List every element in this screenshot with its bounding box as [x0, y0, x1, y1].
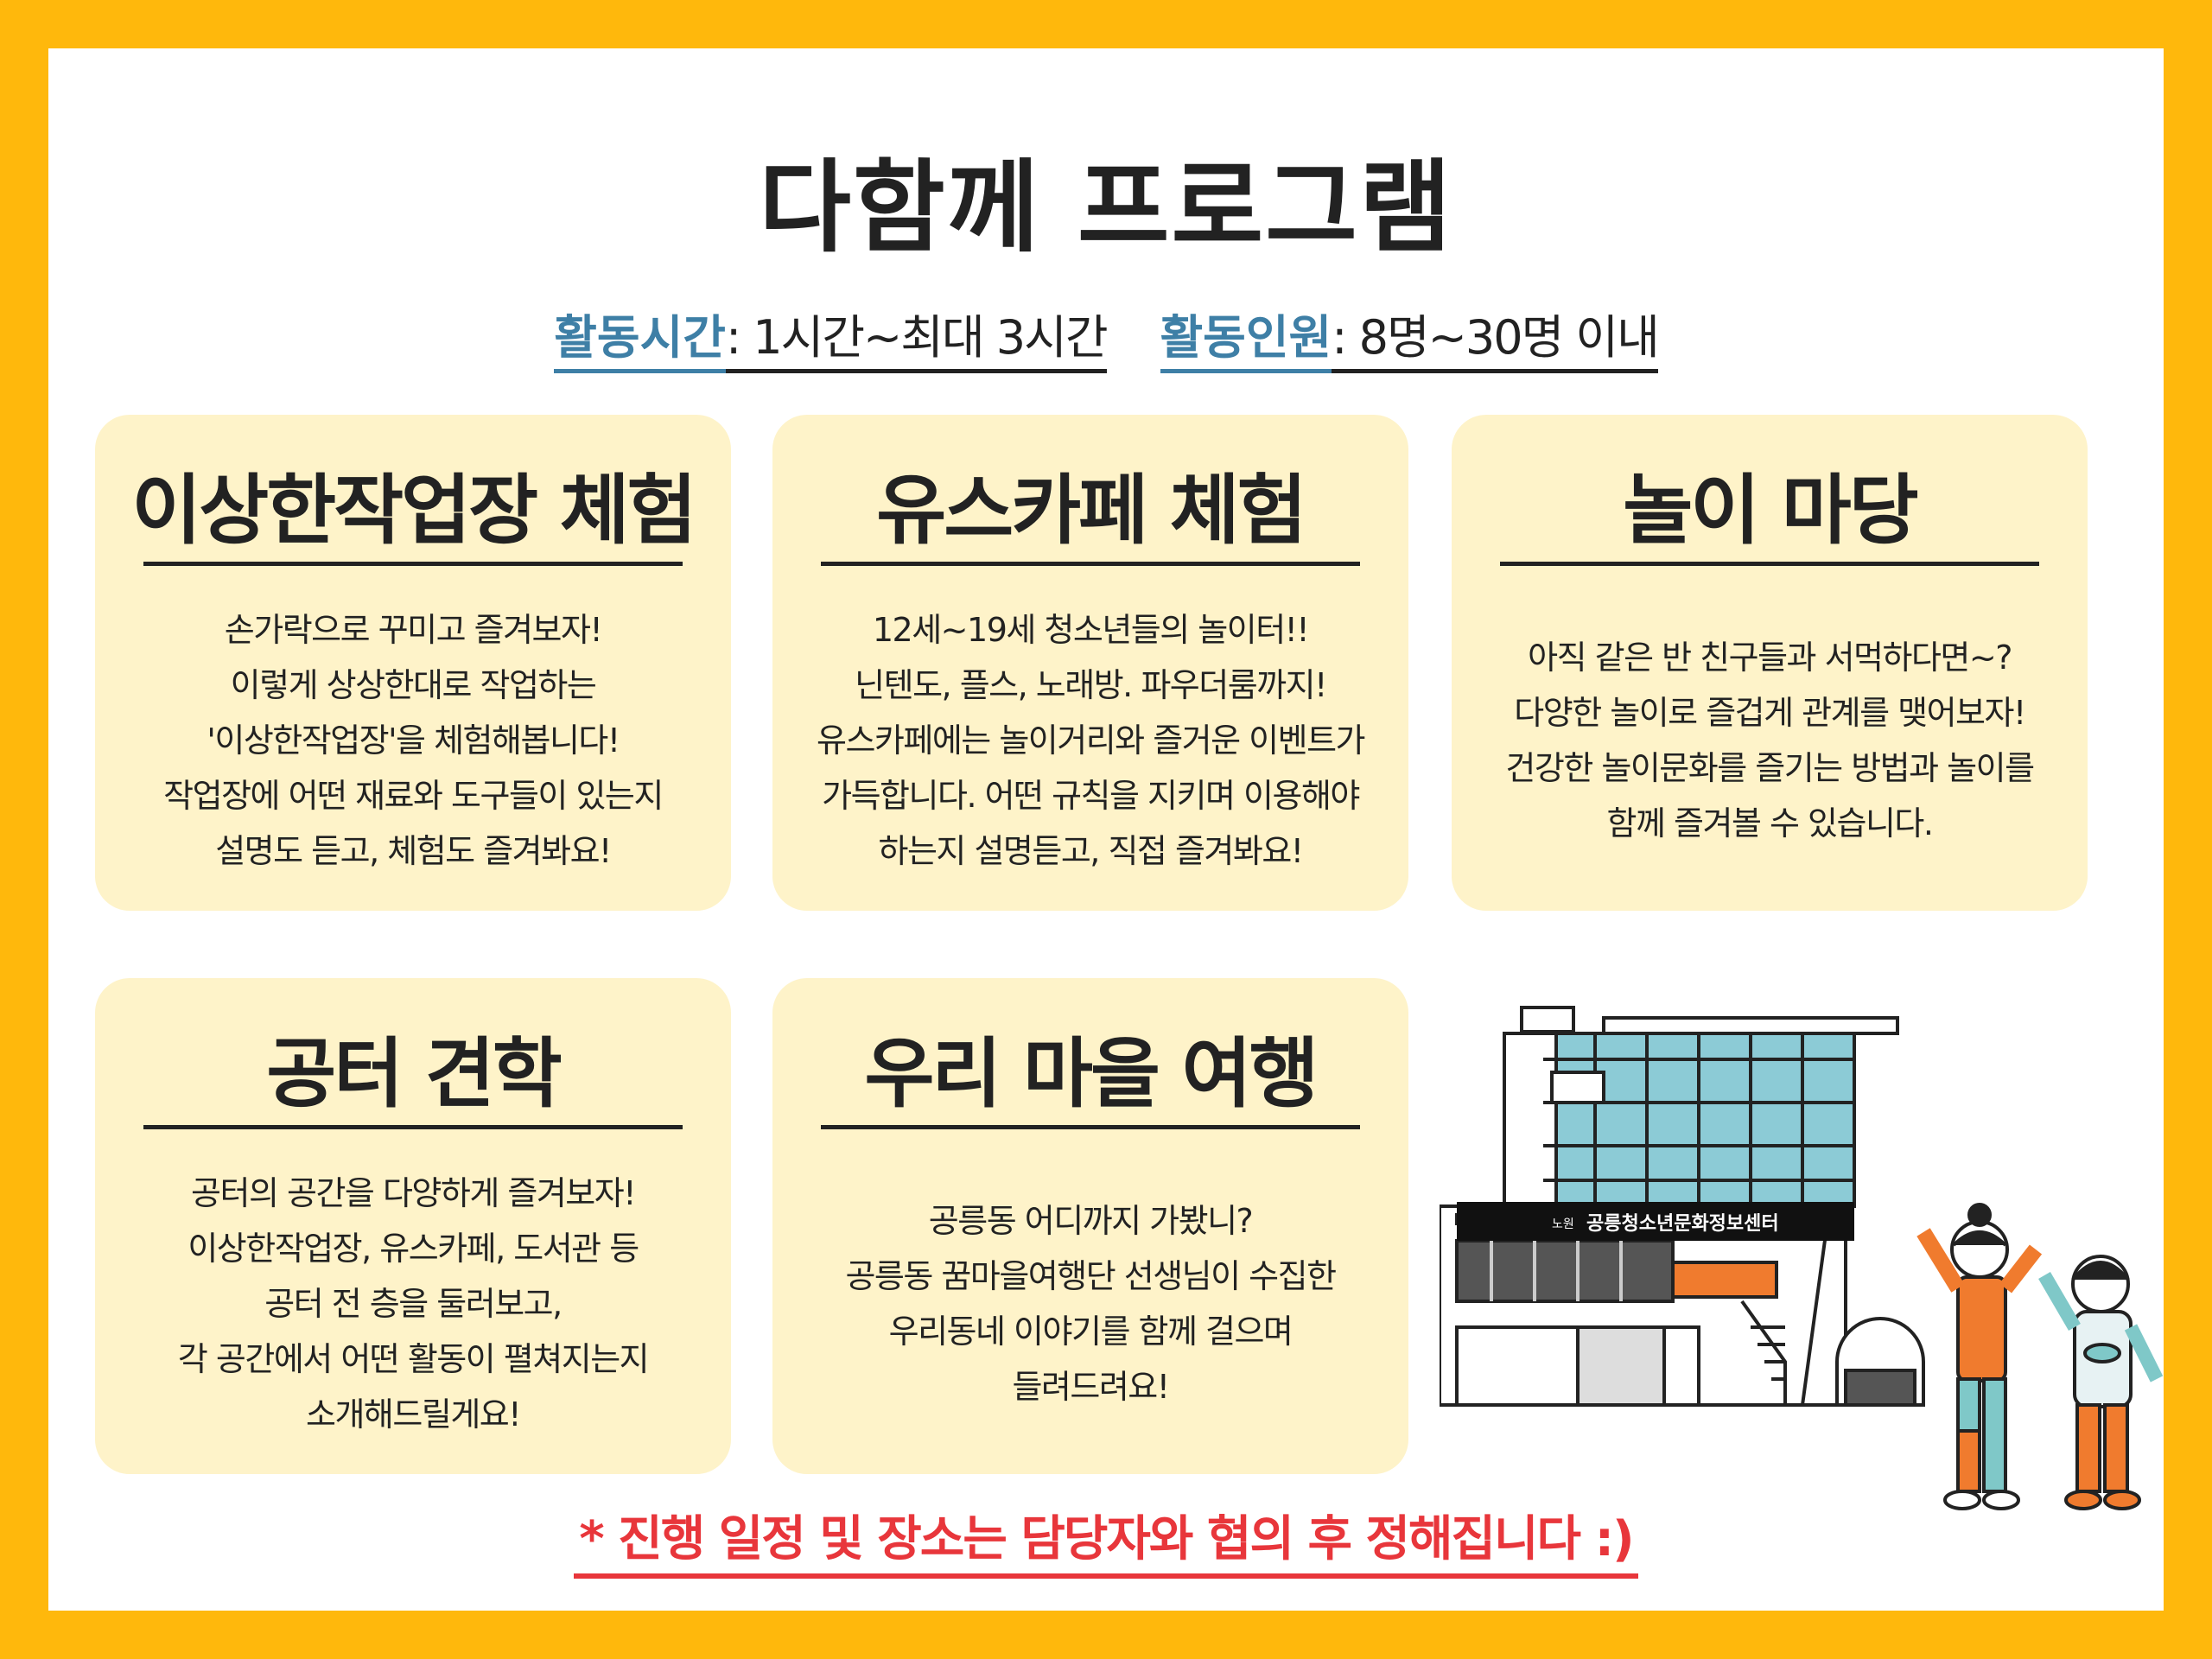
activity-people-value: : 8명~30명 이내 — [1332, 310, 1660, 365]
card-line: 이상한작업장, 유스카페, 도서관 등 — [188, 1230, 639, 1268]
character-girl-icon — [1916, 1203, 2043, 1510]
card-line: 작업장에 어떤 재료와 도구들이 있는지 — [163, 777, 664, 815]
card-body: 아직 같은 반 친구들과 서먹하다면~? 다양한 놀이로 즐겁게 관계를 맺어보… — [1469, 596, 2070, 885]
card-line: 손가락으로 꾸미고 즐겨보자! — [224, 611, 603, 649]
card-divider — [143, 1125, 683, 1129]
program-card-youth-cafe: 유스카페 체험 12세~19세 청소년들의 놀이터!! 닌텐도, 플스, 노래방… — [772, 415, 1408, 911]
card-line: 건강한 놀이문화를 즐기는 방법과 놀이를 — [1505, 749, 2035, 787]
page-frame: 다함께 프로그램 활동시간 : 1시간~최대 3시간 활동인원 : 8명~30명… — [48, 48, 2164, 1611]
building-sign — [1457, 1202, 1854, 1241]
sign-small-text: 노원 — [1552, 1217, 1574, 1231]
card-title: 이상한작업장 체험 — [131, 466, 696, 555]
program-card-village-trip: 우리 마을 여행 공릉동 어디까지 가봤니? 공릉동 꿈마을여행단 선생님이 수… — [772, 978, 1408, 1474]
card-line: 하는지 설명듣고, 직접 즐겨봐요! — [878, 832, 1304, 870]
card-line: 가득합니다. 어떤 규칙을 지키며 이용해야 — [822, 777, 1360, 815]
footnote-text: * 진행 일정 및 장소는 담당자와 협의 후 정해집니다 :) — [574, 1500, 1638, 1579]
card-body: 12세~19세 청소년들의 놀이터!! 닌텐도, 플스, 노래방. 파우더룸까지… — [790, 596, 1391, 885]
card-title: 놀이 마당 — [1623, 466, 1918, 555]
activity-time: 활동시간 : 1시간~최대 3시간 — [554, 299, 1109, 373]
card-line: 함께 즐겨볼 수 있습니다. — [1606, 804, 1934, 842]
card-line: 우리동네 이야기를 함께 걸으며 — [888, 1313, 1294, 1351]
page-title: 다함께 프로그램 — [759, 149, 1453, 266]
card-line: 소개해드릴게요! — [306, 1395, 521, 1433]
activity-people-label: 활동인원 — [1160, 310, 1332, 365]
card-divider — [821, 1125, 1360, 1129]
card-divider — [821, 562, 1360, 566]
card-divider — [143, 562, 683, 566]
card-body: 손가락으로 꾸미고 즐겨보자! 이렇게 상상한대로 작업하는 '이상한작업장'을… — [112, 596, 714, 885]
card-line: 공터의 공간을 다양하게 즐겨보자! — [191, 1174, 636, 1212]
card-body: 공터의 공간을 다양하게 즐겨보자! 이상한작업장, 유스카페, 도서관 등 공… — [112, 1160, 714, 1448]
card-body: 공릉동 어디까지 가봤니? 공릉동 꿈마을여행단 선생님이 수집한 우리동네 이… — [790, 1160, 1391, 1448]
activity-time-label-wrap: 활동시간 — [554, 299, 726, 373]
card-line: 닌텐도, 플스, 노래방. 파우더룸까지! — [855, 666, 1327, 704]
card-line: 공릉동 어디까지 가봤니? — [928, 1202, 1254, 1240]
card-line: 다양한 놀이로 즐겁게 관계를 맺어보자! — [1514, 694, 2026, 732]
card-divider — [1500, 562, 2039, 566]
card-line: 이렇게 상상한대로 작업하는 — [230, 666, 597, 704]
info-bar: 활동시간 : 1시간~최대 3시간 활동인원 : 8명~30명 이내 — [48, 299, 2164, 373]
program-card-play-yard: 놀이 마당 아직 같은 반 친구들과 서먹하다면~? 다양한 놀이로 즐겁게 관… — [1452, 415, 2088, 911]
card-line: 아직 같은 반 친구들과 서먹하다면~? — [1528, 639, 2012, 677]
building-illustration: 노원 공릉청소년문화정보센터 — [1440, 1006, 2164, 1510]
card-line: 유스카페에는 놀이거리와 즐거운 이벤트가 — [816, 721, 1366, 760]
card-title: 유스카페 체험 — [876, 466, 1306, 555]
card-line: 각 공간에서 어떤 활동이 펼쳐지는지 — [177, 1340, 650, 1378]
program-card-center-tour: 공터 견학 공터의 공간을 다양하게 즐겨보자! 이상한작업장, 유스카페, 도… — [95, 978, 731, 1474]
card-line: 공터 전 층을 둘러보고, — [264, 1285, 563, 1323]
card-line: 12세~19세 청소년들의 놀이터!! — [872, 611, 1310, 649]
character-boy-icon — [2038, 1255, 2164, 1510]
activity-time-label: 활동시간 — [554, 310, 726, 365]
card-line: 공릉동 꿈마을여행단 선생님이 수집한 — [845, 1257, 1337, 1295]
card-line: '이상한작업장'을 체험해봅니다! — [207, 721, 620, 760]
activity-people: 활동인원 : 8명~30명 이내 — [1160, 299, 1660, 373]
card-title: 우리 마을 여행 — [864, 1029, 1319, 1118]
sign-text: 공릉청소년문화정보센터 — [1586, 1213, 1779, 1235]
activity-people-label-wrap: 활동인원 — [1160, 299, 1332, 373]
card-title: 공터 견학 — [266, 1029, 562, 1118]
card-line: 설명도 듣고, 체험도 즐겨봐요! — [215, 832, 612, 870]
activity-time-value: : 1시간~최대 3시간 — [725, 310, 1109, 365]
card-line: 들려드려요! — [1012, 1368, 1170, 1406]
program-card-weird-workshop: 이상한작업장 체험 손가락으로 꾸미고 즐겨보자! 이렇게 상상한대로 작업하는… — [95, 415, 731, 911]
footnote: * 진행 일정 및 장소는 담당자와 협의 후 정해집니다 :) — [48, 1500, 2164, 1579]
